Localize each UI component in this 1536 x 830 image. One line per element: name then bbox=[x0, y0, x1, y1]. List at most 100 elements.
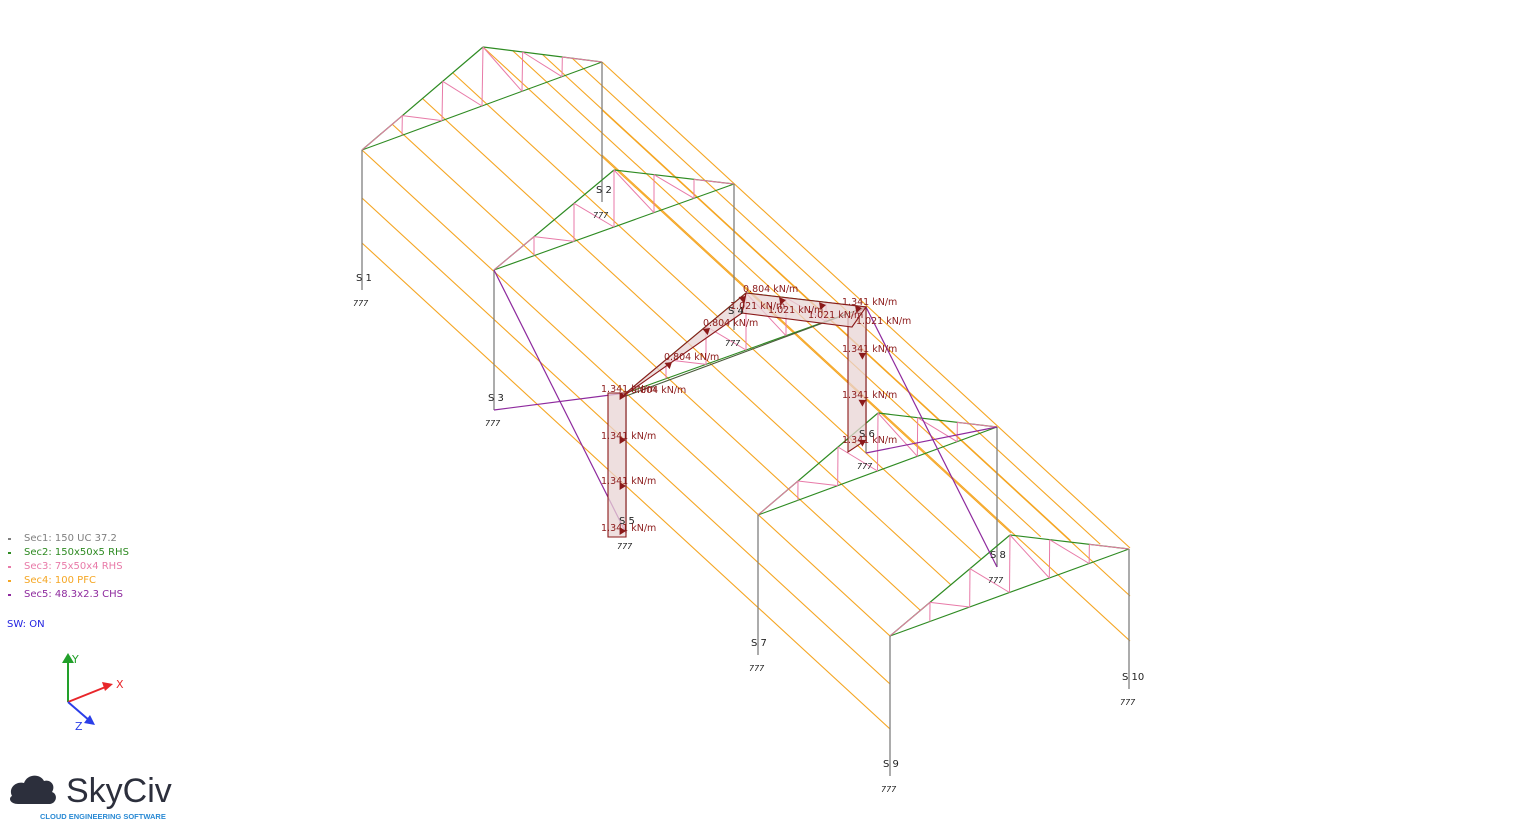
load-label-roof: 0.804 kN/m bbox=[743, 284, 798, 295]
truss-web-member[interactable] bbox=[481, 46, 484, 107]
purlin-member[interactable] bbox=[601, 61, 1131, 549]
support-node[interactable]: S 1 777 bbox=[353, 273, 372, 308]
legend-swatch bbox=[8, 552, 11, 554]
load-arrow bbox=[819, 302, 826, 311]
load-label-roof: 1.021 kN/m bbox=[856, 316, 911, 327]
truss-web-member[interactable] bbox=[877, 412, 879, 472]
legend-item-sec5: Sec5: 48.3x2.3 CHS bbox=[8, 588, 129, 602]
legend-item-sec3: Sec3: 75x50x4 RHS bbox=[8, 560, 129, 574]
truss-web-member[interactable] bbox=[441, 81, 444, 121]
truss-web-member[interactable] bbox=[797, 480, 838, 487]
x-axis-arrowhead bbox=[102, 682, 113, 691]
support-label: S 7 bbox=[751, 638, 767, 649]
structure-members[interactable] bbox=[361, 46, 1131, 776]
truss-web-member[interactable] bbox=[613, 169, 655, 214]
purlin-member[interactable] bbox=[452, 72, 982, 560]
truss-web-member[interactable] bbox=[562, 56, 603, 63]
legend-swatch bbox=[8, 538, 11, 540]
fixed-support-icon: 777 bbox=[988, 576, 1004, 585]
legend-label: Sec4: 100 PFC bbox=[24, 575, 96, 586]
load-arrow bbox=[858, 352, 866, 360]
truss-web-member[interactable] bbox=[969, 568, 1010, 593]
truss-web-member[interactable] bbox=[573, 202, 615, 228]
support-label: S 9 bbox=[883, 759, 899, 770]
purlin-member[interactable] bbox=[571, 57, 1101, 545]
support-label: S 4 bbox=[728, 306, 744, 317]
load-arrow bbox=[738, 296, 746, 304]
truss-web-member[interactable] bbox=[757, 480, 799, 516]
fixed-support-icon: 777 bbox=[749, 664, 765, 673]
truss-web-member[interactable] bbox=[1049, 539, 1090, 564]
section-legend: Sec1: 150 UC 37.2 Sec2: 150x50x5 RHS Sec… bbox=[8, 532, 129, 602]
load-arrow bbox=[779, 297, 786, 306]
support-label: S 8 bbox=[990, 550, 1006, 561]
load-label-column: 1.341 kN/m bbox=[842, 435, 897, 446]
logo-tagline: CLOUD ENGINEERING SOFTWARE bbox=[40, 812, 166, 821]
load-arrow bbox=[619, 436, 626, 444]
truss-web-member[interactable] bbox=[1009, 534, 1011, 593]
legend-item-sec4: Sec4: 100 PFC bbox=[8, 574, 129, 588]
truss-web-member[interactable] bbox=[837, 446, 878, 472]
truss-web-member[interactable] bbox=[493, 236, 535, 271]
purlin-member[interactable] bbox=[482, 46, 1012, 534]
load-arrow bbox=[858, 439, 866, 447]
fixed-support-icon: 777 bbox=[353, 299, 369, 308]
truss-web-member[interactable] bbox=[521, 51, 524, 92]
truss-web-member[interactable] bbox=[653, 174, 695, 199]
truss-web-member[interactable] bbox=[877, 412, 918, 457]
legend-swatch bbox=[8, 566, 11, 568]
load-arrow bbox=[619, 482, 626, 490]
legend-label: Sec3: 75x50x4 RHS bbox=[24, 561, 123, 572]
load-arrow bbox=[619, 527, 626, 535]
truss-web-member[interactable] bbox=[1009, 534, 1050, 579]
load-label-roof: 1.021 kN/m bbox=[730, 301, 785, 312]
load-label-column: 1.341 kN/m bbox=[842, 390, 897, 401]
truss-web-member[interactable] bbox=[442, 80, 483, 107]
truss-web-member[interactable] bbox=[1089, 543, 1130, 550]
truss-web-member[interactable] bbox=[402, 115, 443, 122]
load-label-roof: 1.021 kN/m bbox=[808, 310, 863, 321]
z-axis-label: Z bbox=[75, 720, 83, 733]
brace-member[interactable] bbox=[493, 392, 627, 411]
load-label-roof: 0.804 kN/m bbox=[664, 352, 719, 363]
truss-web-member[interactable] bbox=[361, 115, 403, 151]
axis-triad: Y X Z bbox=[62, 653, 124, 733]
purlin-member[interactable] bbox=[422, 98, 951, 585]
fixed-support-icon: 777 bbox=[617, 542, 633, 551]
legend-item-sec1: Sec1: 150 UC 37.2 bbox=[8, 532, 129, 546]
legend-swatch bbox=[8, 594, 11, 596]
truss-web-member[interactable] bbox=[482, 46, 523, 92]
purlin-member[interactable] bbox=[512, 50, 1042, 538]
truss-web-member[interactable] bbox=[533, 236, 575, 242]
brace-member[interactable] bbox=[865, 306, 998, 568]
truss-web-member[interactable] bbox=[889, 601, 931, 637]
support-label: S 10 bbox=[1122, 672, 1144, 683]
truss-web-member[interactable] bbox=[522, 51, 563, 78]
truss-web-member[interactable] bbox=[929, 601, 970, 608]
truss-web-member[interactable] bbox=[693, 178, 735, 185]
load-labels: 1.341 kN/m 1.341 kN/m 1.341 kN/m 1.341 kN/m… bbox=[601, 284, 911, 534]
load-label-column: 1.341 kN/m bbox=[842, 297, 897, 308]
support-node[interactable]: S 7 777 bbox=[749, 638, 767, 673]
legend-label: Sec2: 150x50x5 RHS bbox=[24, 547, 129, 558]
brace-member[interactable] bbox=[865, 426, 998, 454]
load-label-column: 1.341 kN/m bbox=[601, 384, 656, 395]
fixed-support-icon: 777 bbox=[857, 462, 873, 471]
support-label: S 1 bbox=[356, 273, 372, 284]
truss-web-member[interactable] bbox=[957, 421, 998, 428]
load-arrow bbox=[855, 305, 862, 314]
load-label-roof: 0.804 kN/m bbox=[703, 318, 758, 329]
support-node[interactable]: S 8 777 bbox=[988, 550, 1006, 585]
load-label-roof: 1.021 kN/m bbox=[768, 305, 823, 316]
load-label-column: 1.341 kN/m bbox=[601, 476, 656, 487]
load-label-column: 1.341 kN/m bbox=[601, 523, 656, 534]
